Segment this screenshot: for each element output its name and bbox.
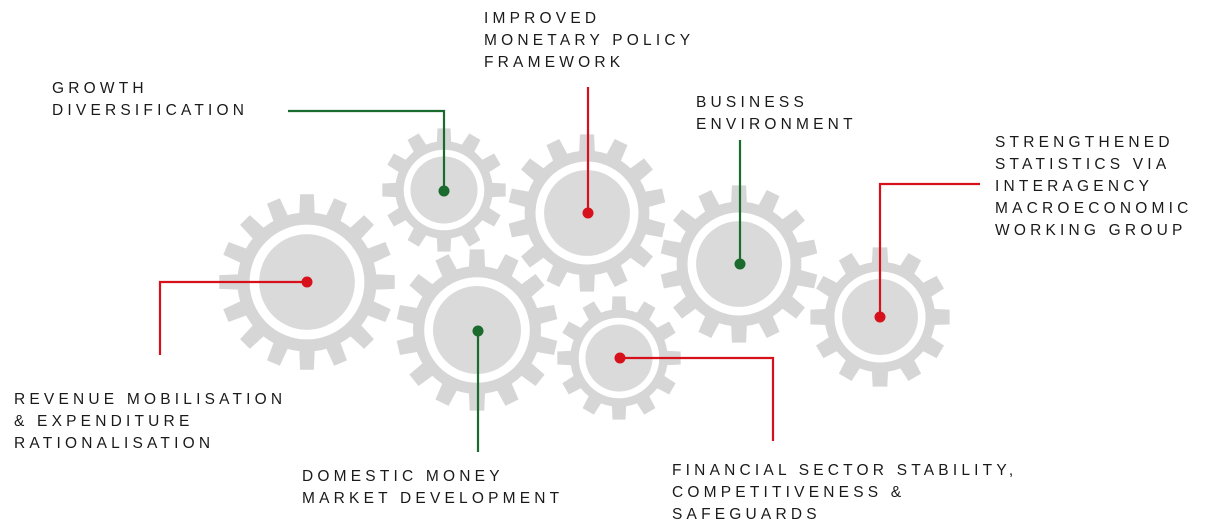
label-line: FINANCIAL SECTOR STABILITY, — [672, 462, 1018, 479]
label-business-environment: BUSINESS ENVIRONMENT — [696, 92, 857, 136]
connector-revenue-dot — [301, 276, 313, 288]
connector-financial-line — [620, 356, 775, 441]
connector-domestic-dot — [472, 325, 484, 337]
label-line: RATIONALISATION — [14, 435, 215, 452]
label-line: DOMESTIC MONEY — [302, 468, 504, 485]
connector-statistics-dot — [874, 311, 886, 323]
label-line: IMPROVED — [484, 10, 601, 27]
label-line: DIVERSIFICATION — [52, 102, 249, 119]
label-line: MACROECONOMIC — [995, 200, 1193, 217]
label-revenue-mobilisation: REVENUE MOBILISATION & EXPENDITURE RATIO… — [14, 389, 286, 455]
label-line: STRENGTHENED — [995, 134, 1174, 151]
label-line: SAFEGUARDS — [672, 506, 821, 523]
label-line: FRAMEWORK — [484, 54, 625, 71]
label-strengthened-statistics: STRENGTHENED STATISTICS VIA INTERAGENCY … — [995, 132, 1193, 242]
label-line: MARKET DEVELOPMENT — [302, 490, 564, 507]
label-line: COMPETITIVENESS & — [672, 484, 906, 501]
label-growth-diversification: GROWTH DIVERSIFICATION — [52, 78, 248, 122]
connector-monetary-dot — [582, 207, 594, 219]
connector-growth-dot — [438, 185, 450, 197]
connector-business-dot — [734, 258, 746, 270]
label-line: BUSINESS — [696, 94, 808, 111]
label-line: STATISTICS VIA — [995, 156, 1171, 173]
label-line: INTERAGENCY — [995, 178, 1154, 195]
label-line: REVENUE MOBILISATION — [14, 391, 287, 408]
label-line: MONETARY POLICY — [484, 32, 695, 49]
label-line: & EXPENDITURE — [14, 413, 194, 430]
connector-growth-line — [288, 109, 446, 191]
label-line: ENVIRONMENT — [696, 116, 857, 133]
label-financial-sector: FINANCIAL SECTOR STABILITY, COMPETITIVEN… — [672, 460, 1017, 526]
label-monetary-policy: IMPROVED MONETARY POLICY FRAMEWORK — [484, 8, 694, 74]
label-domestic-money-market: DOMESTIC MONEY MARKET DEVELOPMENT — [302, 466, 563, 510]
connector-statistics-line — [878, 182, 980, 317]
connector-financial-dot — [614, 352, 626, 364]
label-line: WORKING GROUP — [995, 222, 1187, 239]
label-line: GROWTH — [52, 80, 148, 97]
connector-revenue-line — [158, 280, 307, 355]
